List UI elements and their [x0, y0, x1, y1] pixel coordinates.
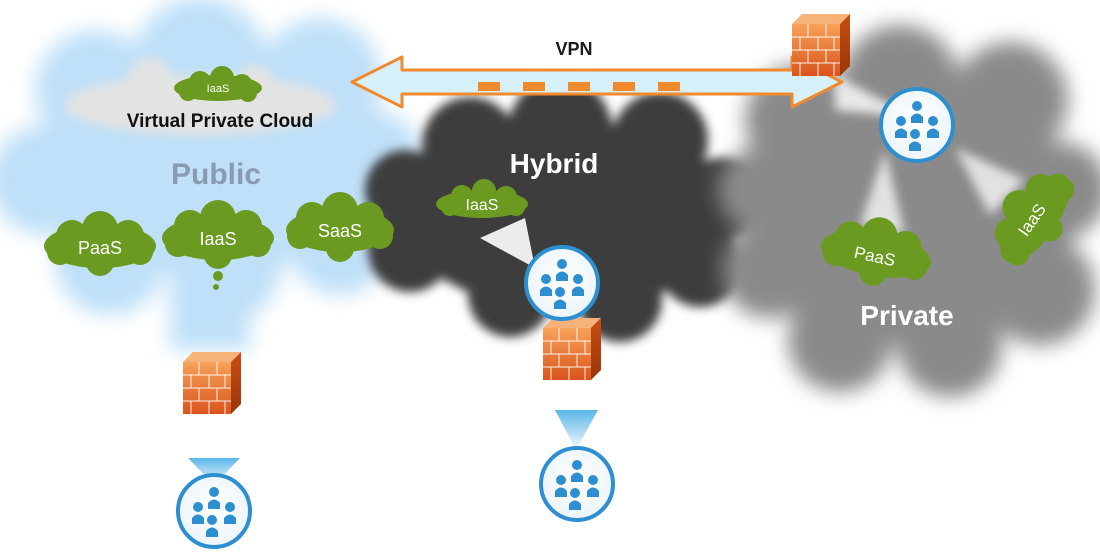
vpc-service-label: IaaS — [207, 83, 230, 95]
public-service-iaas: IaaS — [199, 229, 236, 249]
service-cloud-hybrid-iaas — [436, 179, 528, 218]
user-group-icon-private — [879, 87, 955, 163]
service-cloud-public-saas — [286, 192, 394, 262]
public-label: Public — [171, 158, 261, 191]
service-cloud-private-paas — [820, 217, 932, 286]
user-group-icon-hybrid — [539, 446, 615, 522]
service-cloud-vpc-iaas — [174, 66, 262, 102]
service-cloud-public-iaas — [162, 200, 274, 290]
public-service-saas: SaaS — [318, 221, 362, 241]
user-group-icon-hybrid-cloud — [524, 245, 600, 321]
hybrid-label: Hybrid — [510, 148, 599, 179]
user-group-icon-public — [176, 473, 252, 549]
firewall-icon-hybrid — [542, 317, 602, 381]
service-cloud-public-paas — [44, 211, 156, 276]
firewall-icon-private — [791, 13, 851, 77]
private-label: Private — [860, 300, 953, 331]
vpn-arrow-icon — [350, 55, 844, 109]
vpn-label: VPN — [555, 39, 592, 59]
hybrid-service-iaas: IaaS — [466, 197, 499, 214]
vpc-label: Virtual Private Cloud — [127, 111, 314, 132]
firewall-icon-public — [182, 351, 242, 415]
public-service-paas: PaaS — [78, 238, 122, 258]
service-cloud-private-iaas — [994, 173, 1075, 266]
